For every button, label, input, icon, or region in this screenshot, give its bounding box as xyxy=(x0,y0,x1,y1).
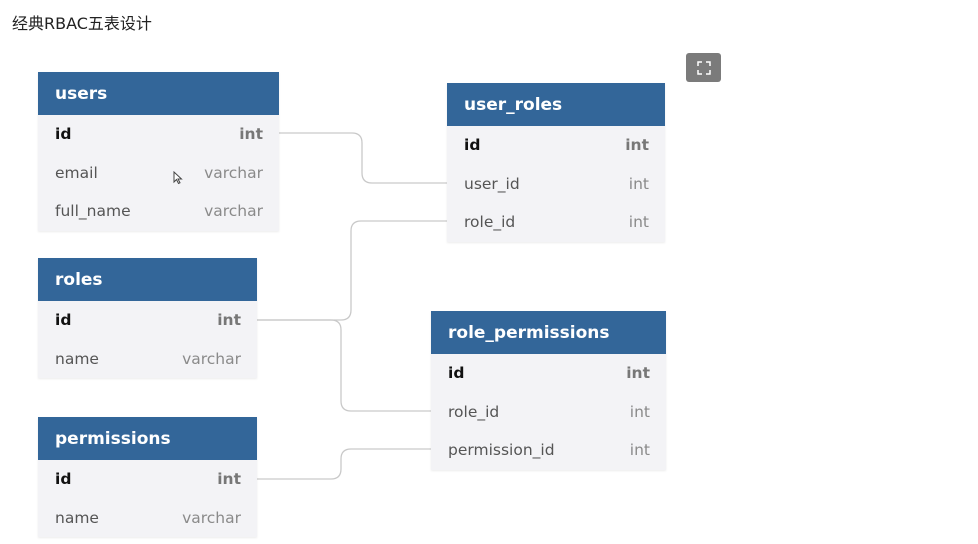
field-name: id xyxy=(55,125,72,144)
field-row[interactable]: id int xyxy=(38,115,279,154)
field-type: int xyxy=(626,364,650,383)
relation-roles-user_roles xyxy=(257,220,447,321)
table-roles[interactable]: roles id int name varchar xyxy=(38,258,257,378)
field-name: name xyxy=(55,508,99,527)
table-role-permissions[interactable]: role_permissions id int role_id int perm… xyxy=(431,311,666,470)
field-row[interactable]: id int xyxy=(38,460,257,499)
field-row[interactable]: full_name varchar xyxy=(38,192,279,231)
field-type: int xyxy=(217,311,241,330)
field-type: int xyxy=(239,125,263,144)
field-row[interactable]: email varchar xyxy=(38,154,279,193)
table-permissions[interactable]: permissions id int name varchar xyxy=(38,417,257,537)
field-row[interactable]: id int xyxy=(447,126,665,165)
field-row[interactable]: role_id int xyxy=(447,203,665,242)
field-name: id xyxy=(55,311,72,330)
expand-button[interactable] xyxy=(686,53,721,82)
field-type: varchar xyxy=(204,163,263,182)
field-name: id xyxy=(448,364,465,383)
field-type: varchar xyxy=(182,508,241,527)
field-name: permission_id xyxy=(448,441,555,460)
table-header: users xyxy=(38,72,279,115)
field-name: id xyxy=(55,470,72,489)
mouse-cursor-icon xyxy=(173,171,183,185)
page-title: 经典RBAC五表设计 xyxy=(12,14,152,33)
field-row[interactable]: role_id int xyxy=(431,393,666,432)
relation-users-user_roles xyxy=(279,132,447,184)
table-header: permissions xyxy=(38,417,257,460)
table-header: role_permissions xyxy=(431,311,666,354)
field-name: email xyxy=(55,163,98,182)
table-users[interactable]: users id int email varchar full_name var… xyxy=(38,72,279,231)
field-name: full_name xyxy=(55,202,131,221)
field-type: int xyxy=(628,174,649,193)
expand-icon xyxy=(696,60,711,75)
relation-permissions-role_permissions xyxy=(257,448,431,480)
field-type: varchar xyxy=(204,202,263,221)
field-type: int xyxy=(629,402,650,421)
field-type: int xyxy=(629,441,650,460)
field-type: int xyxy=(625,136,649,155)
field-row[interactable]: name varchar xyxy=(38,499,257,538)
table-header: user_roles xyxy=(447,83,665,126)
field-name: role_id xyxy=(464,213,516,232)
table-user-roles[interactable]: user_roles id int user_id int role_id in… xyxy=(447,83,665,242)
field-row[interactable]: id int xyxy=(431,354,666,393)
relation-roles-role_permissions xyxy=(257,319,431,412)
field-type: int xyxy=(628,213,649,232)
field-name: role_id xyxy=(448,402,500,421)
field-name: name xyxy=(55,349,99,368)
table-header: roles xyxy=(38,258,257,301)
field-name: user_id xyxy=(464,174,520,193)
field-name: id xyxy=(464,136,481,155)
field-row[interactable]: user_id int xyxy=(447,165,665,204)
field-row[interactable]: name varchar xyxy=(38,340,257,379)
field-row[interactable]: permission_id int xyxy=(431,431,666,470)
field-type: varchar xyxy=(182,349,241,368)
field-row[interactable]: id int xyxy=(38,301,257,340)
field-type: int xyxy=(217,470,241,489)
